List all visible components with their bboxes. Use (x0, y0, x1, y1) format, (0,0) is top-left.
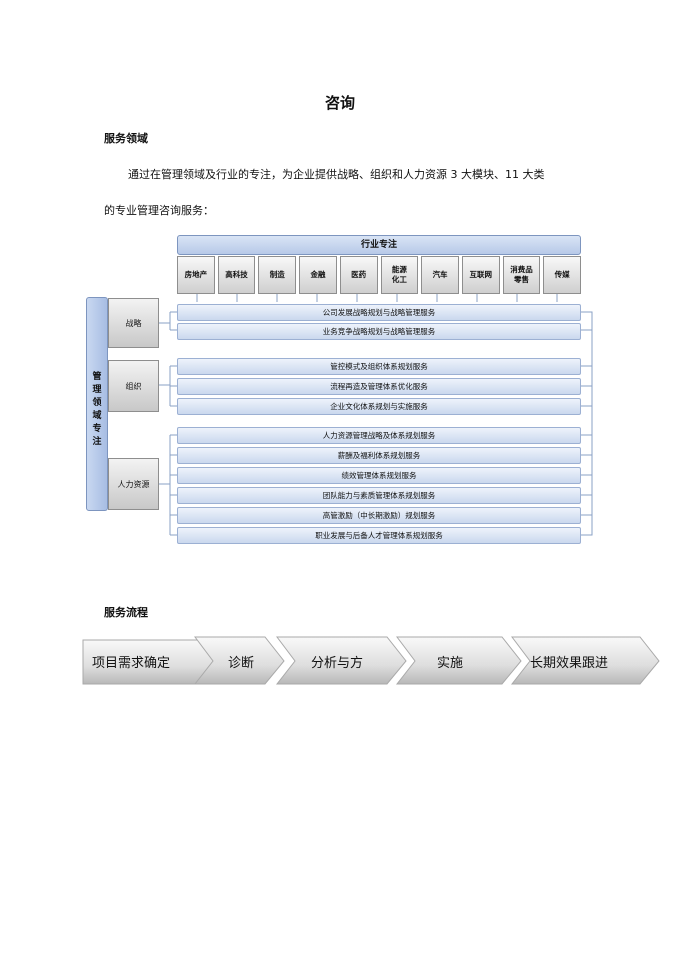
service-item: 人力资源管理战略及体系规划服务 (177, 427, 581, 444)
process-step: 分析与方 (311, 656, 364, 671)
service-item: 管控模式及组织体系规划服务 (177, 358, 581, 375)
industry-item: 医药 (339, 256, 378, 294)
service-item: 业务竞争战略规划与战略管理服务 (177, 323, 581, 340)
process-arrows (82, 636, 660, 685)
service-item: 流程再造及管理体系优化服务 (177, 378, 581, 395)
service-item: 团队能力与素质管理体系规划服务 (177, 487, 581, 504)
service-item: 公司发展战略规划与战略管理服务 (177, 304, 581, 321)
service-domain-diagram: 行业专注 房地产 高科技 制造 金融 医药 能源 化工 汽车 互联网 消费品 零… (84, 232, 600, 554)
industry-item: 高科技 (217, 256, 256, 294)
industry-item: 制造 (258, 256, 297, 294)
service-item: 高管激励（中长期激励）规划服务 (177, 507, 581, 524)
industry-item: 金融 (299, 256, 337, 294)
service-process-flow: 项目需求确定 诊断 分析与方 实施 长期效果跟进 (82, 634, 662, 686)
industry-item: 汽车 (421, 256, 459, 294)
group-organization: 组织 (108, 360, 159, 412)
management-domain-bar (86, 297, 108, 511)
intro-paragraph-line-1: 通过在管理领域及行业的专注，为企业提供战略、组织和人力资源 3 大模块、11 大… (128, 168, 545, 181)
industry-item: 传媒 (543, 256, 582, 294)
management-domain-label: 管理领域专注 (92, 372, 102, 447)
industry-item: 能源 化工 (380, 256, 419, 294)
connector-lines (159, 294, 593, 536)
group-human-resources: 人力资源 (108, 458, 159, 510)
group-strategy: 战略 (108, 298, 159, 348)
process-step: 实施 (437, 656, 464, 671)
industry-item: 互联网 (461, 256, 500, 294)
industry-row: 房地产 高科技 制造 金融 医药 能源 化工 汽车 互联网 消费品 零售 传媒 (177, 256, 582, 294)
intro-paragraph-line-2: 的专业管理咨询服务： (104, 204, 214, 217)
section-heading-service-domain: 服务领域 (104, 132, 148, 145)
process-step: 长期效果跟进 (530, 656, 609, 671)
industry-focus-header: 行业专注 (177, 235, 581, 255)
process-step: 项目需求确定 (92, 656, 171, 671)
industry-item: 消费品 零售 (502, 256, 541, 294)
section-heading-service-process: 服务流程 (104, 606, 148, 619)
process-step: 诊断 (228, 656, 255, 671)
industry-item: 房地产 (177, 256, 215, 294)
service-item: 职业发展与后备人才管理体系规划服务 (177, 527, 581, 544)
service-item: 绩效管理体系规划服务 (177, 467, 581, 484)
service-item: 薪酬及福利体系规划服务 (177, 447, 581, 464)
service-item: 企业文化体系规划与实施服务 (177, 398, 581, 415)
document-title: 咨询 (324, 94, 355, 112)
